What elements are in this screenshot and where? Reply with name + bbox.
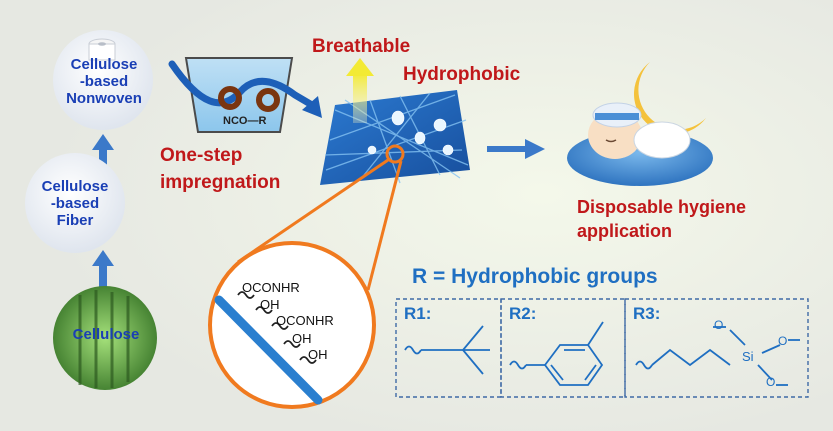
group-label-1: OCONHR [242,280,300,295]
zoom-callout [208,144,405,409]
r1-label: R1: [404,304,432,323]
ring-2 [256,88,280,112]
toilet-roll-icon [88,38,116,61]
method-label-line2: impregnation [160,172,281,193]
r-definition: R = Hydrophobic groups [412,265,658,288]
hydrophobic-label: Hydrophobic [403,64,521,85]
application-label-line1: Disposable hygiene [577,197,747,217]
nonwoven-label-line3: Nonwoven [66,90,142,107]
group-label-2: OH [260,297,280,312]
fiber-label-line3: Fiber [56,212,94,229]
r3-oxygen-1: O [714,318,724,332]
nonwoven-label-line1: Cellulose [70,56,138,73]
r3-oxygen-2: O [778,334,788,348]
fiber-label-line1: Cellulose [41,178,109,195]
baby-illustration [567,62,713,186]
flow-arrow-right [487,139,545,159]
ring-1 [218,86,242,110]
application-label-line2: application [577,221,673,241]
tree-trunks-icon [78,290,130,388]
group-label-4: OH [292,331,312,346]
r2-structure [509,321,604,386]
breathable-arrow [346,58,374,123]
cellulose-label: Cellulose [72,326,140,343]
r3-silicon: Si [742,349,754,364]
flow-arrows-left [92,134,114,292]
method-label-line1: One-step [160,145,243,166]
group-label-3: OCONHR [276,313,334,328]
r1-structure [404,325,490,375]
nonwoven-label-line2: -based [79,73,129,90]
bath-label: NCO—R [223,115,267,127]
nonwoven-label: Cellulose -based Nonwoven [58,56,150,107]
wave-arrowhead [302,96,322,118]
r3-label: R3: [633,304,661,323]
grafted-chains [237,291,317,364]
group-label-5: OH [308,347,328,362]
water-droplets [367,110,454,156]
breathable-label: Breathable [312,36,411,57]
fiber-label: Cellulose -based Fiber [25,178,125,229]
nonwoven-circle [53,30,153,130]
mesh-fabric [320,90,470,185]
fiber-circle [25,153,125,253]
r3-oxygen-3: O [766,375,776,389]
fiber-label-line2: -based [50,195,100,212]
r3-structure [635,326,800,386]
r-group-boxes [395,298,809,398]
r2-label: R2: [509,304,537,323]
